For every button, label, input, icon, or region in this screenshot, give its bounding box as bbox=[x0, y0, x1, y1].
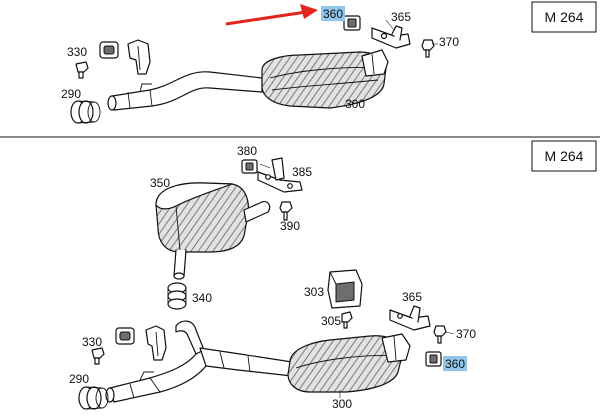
bottom-callout-305[interactable]: 305 bbox=[321, 314, 341, 328]
top-callout-300[interactable]: 300 bbox=[345, 97, 365, 111]
bottom-callout-350[interactable]: 350 bbox=[150, 176, 170, 190]
top-highlight-360 bbox=[321, 6, 345, 21]
top-rubber-mount-part-360[interactable] bbox=[343, 15, 361, 31]
top-callout-290[interactable]: 290 bbox=[61, 87, 81, 101]
bottom-model-box: M 264 bbox=[531, 140, 597, 172]
bottom-highlight-360 bbox=[443, 356, 467, 371]
top-rubber-hanger-part-330[interactable] bbox=[75, 39, 151, 79]
top-model-label: M 264 bbox=[545, 9, 584, 25]
top-model-box: M 264 bbox=[531, 1, 597, 33]
top-section: M 264 bbox=[61, 1, 597, 124]
bottom-callout-340[interactable]: 340 bbox=[192, 291, 212, 305]
bottom-bolt-part-390[interactable] bbox=[279, 201, 293, 221]
top-bracket-part-365[interactable] bbox=[371, 25, 411, 49]
bottom-rubber-mount-part-380[interactable] bbox=[241, 159, 258, 174]
top-callout-370[interactable]: 370 bbox=[439, 35, 459, 49]
bottom-clamp-part-340[interactable] bbox=[167, 282, 187, 310]
top-exhaust-pipe-part-300[interactable] bbox=[107, 49, 389, 111]
top-clamp-part-290[interactable] bbox=[70, 100, 101, 124]
bottom-bolt-part-370[interactable] bbox=[433, 325, 447, 344]
bottom-callout-385[interactable]: 385 bbox=[292, 165, 312, 179]
bottom-section: M 264 bbox=[69, 140, 597, 411]
top-callout-365[interactable]: 365 bbox=[391, 10, 411, 24]
bottom-bolt-part-305[interactable] bbox=[341, 311, 353, 329]
bottom-callout-330[interactable]: 330 bbox=[82, 335, 102, 349]
bottom-callout-380[interactable]: 380 bbox=[237, 144, 257, 158]
red-arrow-indicator bbox=[225, 4, 318, 26]
bottom-callout-360[interactable]: 360 bbox=[445, 357, 465, 371]
bottom-callout-290[interactable]: 290 bbox=[69, 372, 89, 386]
bottom-callout-300[interactable]: 300 bbox=[332, 397, 352, 411]
bottom-callout-303[interactable]: 303 bbox=[304, 285, 324, 299]
top-callout-330[interactable]: 330 bbox=[67, 45, 87, 59]
bottom-clamp-part-290[interactable] bbox=[78, 386, 109, 410]
bottom-callout-370[interactable]: 370 bbox=[456, 327, 476, 341]
top-callout-360[interactable]: 360 bbox=[323, 7, 343, 21]
bottom-bracket-part-365[interactable] bbox=[389, 305, 431, 331]
bottom-callout-390[interactable]: 390 bbox=[280, 219, 300, 233]
bottom-model-label: M 264 bbox=[545, 148, 584, 164]
top-bolt-part-370[interactable] bbox=[421, 39, 435, 58]
bottom-rubber-mount-part-360[interactable] bbox=[425, 351, 442, 367]
bottom-rear-muffler-part-350[interactable] bbox=[155, 182, 271, 280]
bottom-bracket-part-385[interactable] bbox=[257, 157, 303, 193]
bottom-exhaust-pipe-part-300[interactable] bbox=[105, 320, 411, 403]
bottom-callout-365[interactable]: 365 bbox=[402, 290, 422, 304]
bottom-damper-part-303[interactable] bbox=[327, 269, 363, 309]
bottom-rubber-hanger-part-330[interactable] bbox=[91, 325, 167, 365]
